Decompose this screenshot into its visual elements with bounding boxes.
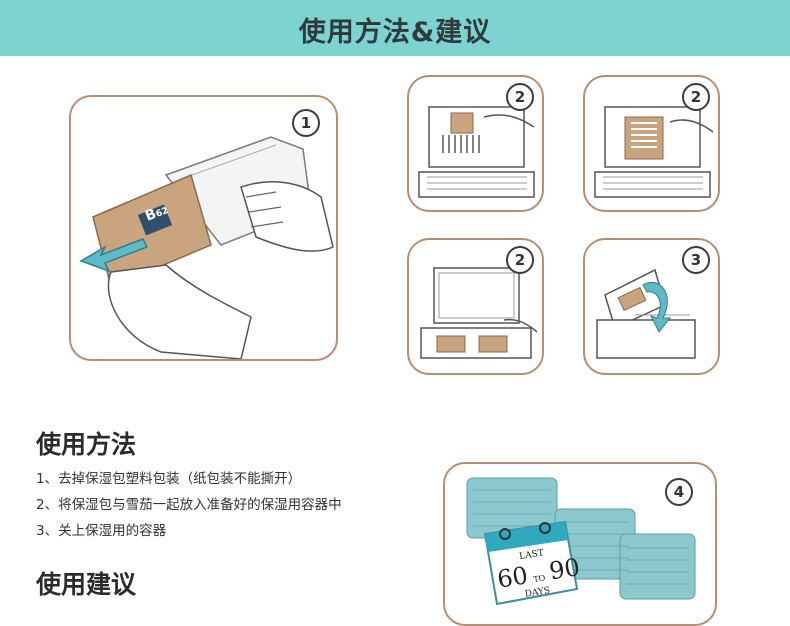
humidor-box-icon bbox=[420, 267, 538, 359]
humidor-box-icon bbox=[418, 106, 535, 198]
calendar-end: 90 bbox=[547, 553, 582, 586]
usage-step-3: 3、关上保湿用的容器 bbox=[36, 523, 167, 539]
step-2a-badge: 2 bbox=[506, 83, 534, 111]
hands-removing-wrapper-illustration bbox=[79, 136, 334, 359]
humidor-closing-icon bbox=[596, 268, 696, 359]
humidor-box-icon bbox=[594, 106, 714, 198]
step-3-badge: 3 bbox=[682, 246, 710, 274]
usage-step-1: 1、去掉保湿包塑料包装（纸包装不能撕开） bbox=[36, 471, 302, 487]
step-3-illustration: 3 bbox=[583, 238, 720, 375]
step-4-illustration: 4 LAST 60 TO 90 DAYS bbox=[443, 462, 717, 626]
usage-step-2: 2、将保湿包与雪茄一起放入准备好的保湿用容器中 bbox=[36, 497, 342, 513]
step-4-badge: 4 bbox=[665, 478, 693, 506]
banner-title: 使用方法&建议 bbox=[298, 17, 492, 48]
step-2b-badge: 2 bbox=[682, 83, 710, 111]
calendar-duration-illustration bbox=[466, 477, 696, 606]
step-1-badge: 1 bbox=[292, 109, 320, 137]
calendar-to: TO bbox=[532, 573, 546, 585]
step-2c-badge: 2 bbox=[506, 246, 534, 274]
usage-heading: 使用方法 bbox=[36, 430, 137, 459]
advice-heading: 使用建议 bbox=[36, 570, 137, 599]
title-banner: 使用方法&建议 bbox=[0, 0, 790, 56]
step-2-humidor-illustration-a: 2 bbox=[407, 75, 544, 212]
step-1-illustration: 1 B62 bbox=[69, 95, 338, 361]
step-2-humidor-illustration-b: 2 bbox=[583, 75, 720, 212]
step-2-humidor-illustration-c: 2 bbox=[407, 238, 544, 375]
